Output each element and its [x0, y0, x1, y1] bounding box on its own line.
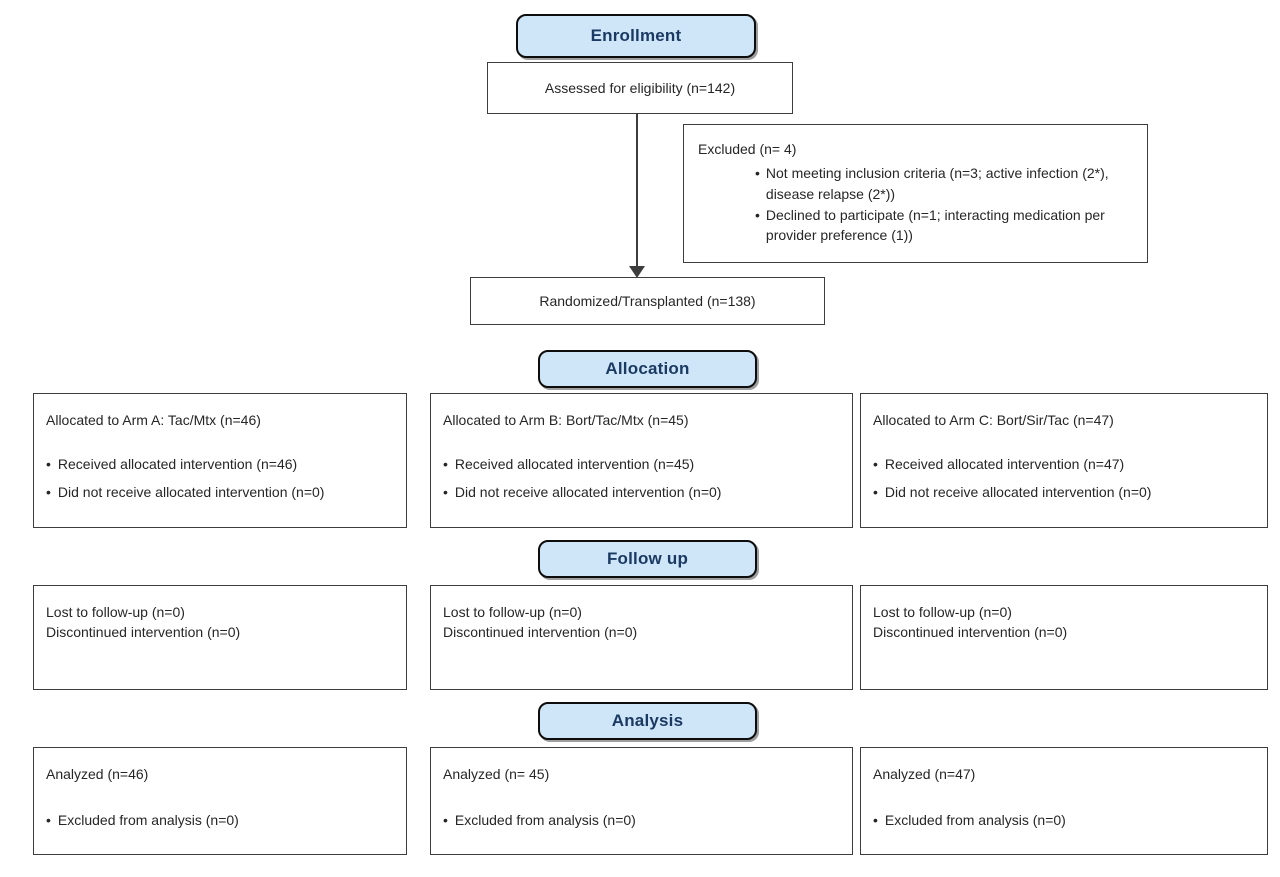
randomized-text: Randomized/Transplanted (n=138) [539, 292, 756, 309]
allocation-arm-a-received: Received allocated intervention (n=46) [57, 456, 298, 473]
bullet-icon: • [46, 483, 51, 500]
excluded-bullet-2-text: Declined to participate (n=1; interactin… [765, 206, 1105, 244]
allocation-bullet-item: • Received allocated intervention (n=47) [873, 454, 1255, 474]
followup-arm-b-lost: Lost to follow-up (n=0) [443, 604, 582, 620]
analysis-arm-c-analyzed: Analyzed (n=47) [873, 766, 976, 782]
analysis-bullet-item: • Excluded from analysis (n=0) [443, 810, 840, 830]
phase-header-analysis: Analysis [538, 702, 757, 740]
excluded-bullet-item: • Declined to participate (n=1; interact… [755, 205, 1127, 246]
bullet-icon: • [443, 456, 448, 473]
followup-box-arm-b: Lost to follow-up (n=0) Discontinued int… [430, 585, 853, 690]
followup-arm-a-lost: Lost to follow-up (n=0) [46, 604, 185, 620]
allocation-bullet-item: • Received allocated intervention (n=46) [46, 454, 394, 474]
allocation-arm-c-not-received: Did not receive allocated intervention (… [884, 483, 1152, 500]
followup-box-arm-c: Lost to follow-up (n=0) Discontinued int… [860, 585, 1268, 690]
analysis-box-arm-b: Analyzed (n= 45) • Excluded from analysi… [430, 747, 853, 855]
excluded-title: Excluded (n= 4) [698, 141, 797, 157]
allocation-bullet-item: • Did not receive allocated intervention… [443, 482, 840, 502]
phase-header-followup: Follow up [538, 540, 757, 578]
excluded-bullet-item: • Not meeting inclusion criteria (n=3; a… [755, 163, 1127, 204]
allocation-arm-a-title: Allocated to Arm A: Tac/Mtx (n=46) [46, 412, 261, 428]
bullet-icon: • [443, 483, 448, 500]
allocation-arm-b-received: Received allocated intervention (n=45) [454, 456, 695, 473]
bullet-icon: • [755, 165, 760, 182]
allocation-arm-a-not-received: Did not receive allocated intervention (… [57, 483, 325, 500]
randomized-box: Randomized/Transplanted (n=138) [470, 277, 825, 325]
allocation-box-arm-a: Allocated to Arm A: Tac/Mtx (n=46) • Rec… [33, 393, 407, 528]
allocation-arm-b-title: Allocated to Arm B: Bort/Tac/Mtx (n=45) [443, 412, 689, 428]
phase-header-allocation-label: Allocation [605, 359, 690, 378]
followup-arm-c-discontinued: Discontinued intervention (n=0) [873, 624, 1068, 641]
analysis-bullet-item: • Excluded from analysis (n=0) [46, 810, 394, 830]
bullet-icon: • [46, 456, 51, 473]
allocation-bullet-item: • Did not receive allocated intervention… [873, 482, 1255, 502]
analysis-arm-a-excluded: Excluded from analysis (n=0) [57, 812, 239, 829]
analysis-arm-b-analyzed: Analyzed (n= 45) [443, 766, 550, 782]
analysis-arm-b-excluded: Excluded from analysis (n=0) [454, 812, 636, 829]
bullet-icon: • [46, 812, 51, 829]
allocation-box-arm-c: Allocated to Arm C: Bort/Sir/Tac (n=47) … [860, 393, 1268, 528]
phase-header-analysis-label: Analysis [611, 711, 684, 730]
phase-header-enrollment: Enrollment [516, 14, 756, 58]
excluded-box: Excluded (n= 4) • Not meeting inclusion … [683, 124, 1148, 263]
followup-arm-a-discontinued: Discontinued intervention (n=0) [46, 624, 241, 641]
followup-arm-b-discontinued: Discontinued intervention (n=0) [443, 624, 638, 641]
allocation-box-arm-b: Allocated to Arm B: Bort/Tac/Mtx (n=45) … [430, 393, 853, 528]
allocation-bullet-item: • Did not receive allocated intervention… [46, 482, 394, 502]
followup-box-arm-a: Lost to follow-up (n=0) Discontinued int… [33, 585, 407, 690]
allocation-arm-b-not-received: Did not receive allocated intervention (… [454, 483, 722, 500]
analysis-bullet-item: • Excluded from analysis (n=0) [873, 810, 1255, 830]
allocation-arm-c-title: Allocated to Arm C: Bort/Sir/Tac (n=47) [873, 412, 1114, 428]
assessed-box: Assessed for eligibility (n=142) [487, 62, 793, 114]
bullet-icon: • [873, 483, 878, 500]
analysis-arm-a-analyzed: Analyzed (n=46) [46, 766, 149, 782]
allocation-arm-c-received: Received allocated intervention (n=47) [884, 456, 1125, 473]
assessed-text: Assessed for eligibility (n=142) [544, 79, 736, 96]
phase-header-enrollment-label: Enrollment [590, 26, 682, 45]
allocation-bullet-item: • Received allocated intervention (n=45) [443, 454, 840, 474]
flow-arrow-head [629, 266, 645, 278]
bullet-icon: • [873, 812, 878, 829]
analysis-arm-c-excluded: Excluded from analysis (n=0) [884, 812, 1066, 829]
excluded-bullet-1-text: Not meeting inclusion criteria (n=3; act… [765, 165, 1109, 202]
analysis-box-arm-c: Analyzed (n=47) • Excluded from analysis… [860, 747, 1268, 855]
flow-arrow-line [636, 113, 638, 270]
bullet-icon: • [755, 206, 760, 223]
analysis-box-arm-a: Analyzed (n=46) • Excluded from analysis… [33, 747, 407, 855]
phase-header-followup-label: Follow up [606, 549, 689, 568]
bullet-icon: • [443, 812, 448, 829]
bullet-icon: • [873, 456, 878, 473]
followup-arm-c-lost: Lost to follow-up (n=0) [873, 604, 1012, 620]
phase-header-allocation: Allocation [538, 350, 757, 388]
